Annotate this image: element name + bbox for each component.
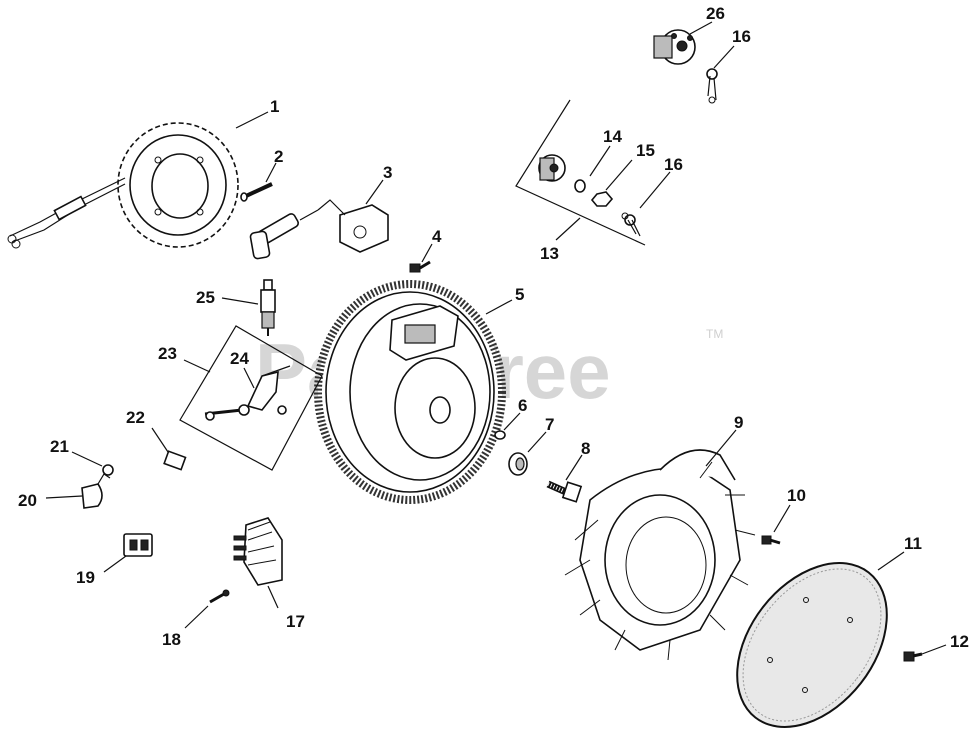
callout-2[interactable]: 2 [274, 147, 283, 166]
part-rectifier[interactable] [233, 517, 283, 586]
part-screw-12[interactable] [903, 651, 923, 662]
part-keys-top[interactable] [706, 68, 718, 104]
callout-18[interactable]: 18 [162, 630, 181, 649]
callout-6[interactable]: 6 [518, 396, 527, 415]
part-screw-10[interactable] [761, 535, 781, 545]
part-clamp[interactable] [81, 473, 111, 509]
callout-3[interactable]: 3 [383, 163, 392, 182]
part-screen[interactable] [707, 534, 918, 734]
part-key-6[interactable] [494, 430, 506, 440]
callout-7[interactable]: 7 [545, 415, 554, 434]
part-switch-bracket-kit[interactable] [179, 325, 323, 471]
callout-10[interactable]: 10 [787, 486, 806, 505]
part-fan[interactable] [564, 449, 756, 661]
callout-5[interactable]: 5 [515, 285, 524, 304]
part-screw-2[interactable] [240, 182, 273, 202]
callout-24[interactable]: 24 [230, 349, 249, 368]
part-spark-plug[interactable] [260, 279, 276, 336]
callout-25[interactable]: 25 [196, 288, 215, 307]
callout-labels: 1 2 3 4 5 6 7 8 9 10 11 12 13 14 15 16 1… [18, 4, 969, 651]
callout-26[interactable]: 26 [706, 4, 725, 23]
callout-9[interactable]: 9 [734, 413, 743, 432]
part-nut-21[interactable] [102, 464, 114, 476]
leader-lines [45, 21, 947, 655]
part-bolt-8[interactable] [546, 480, 583, 503]
part-key-switch[interactable] [653, 29, 696, 65]
part-ignition-module[interactable] [249, 199, 389, 260]
callout-8[interactable]: 8 [581, 439, 590, 458]
watermark-trademark: TM [706, 327, 723, 341]
callout-20[interactable]: 20 [18, 491, 37, 510]
callout-16-top[interactable]: 16 [732, 27, 751, 46]
part-bolt-4[interactable] [409, 260, 431, 273]
callout-21[interactable]: 21 [50, 437, 69, 456]
callout-13[interactable]: 13 [540, 244, 559, 263]
part-screw-18[interactable] [209, 589, 230, 604]
part-stator[interactable] [7, 122, 239, 249]
callout-22[interactable]: 22 [126, 408, 145, 427]
callout-16-kit[interactable]: 16 [664, 155, 683, 174]
callout-15[interactable]: 15 [636, 141, 655, 160]
callout-23[interactable]: 23 [158, 344, 177, 363]
part-flywheel[interactable] [314, 280, 506, 504]
callout-19[interactable]: 19 [76, 568, 95, 587]
callout-17[interactable]: 17 [286, 612, 305, 631]
part-washer-7[interactable] [508, 452, 528, 476]
callout-12[interactable]: 12 [950, 632, 969, 651]
part-connector-19[interactable] [123, 533, 153, 557]
callout-14[interactable]: 14 [603, 127, 622, 146]
part-terminal-22[interactable] [163, 450, 187, 471]
callout-4[interactable]: 4 [432, 227, 442, 246]
callout-1[interactable]: 1 [270, 97, 279, 116]
callout-11[interactable]: 11 [904, 534, 922, 553]
part-key-switch-kit[interactable] [515, 99, 646, 246]
